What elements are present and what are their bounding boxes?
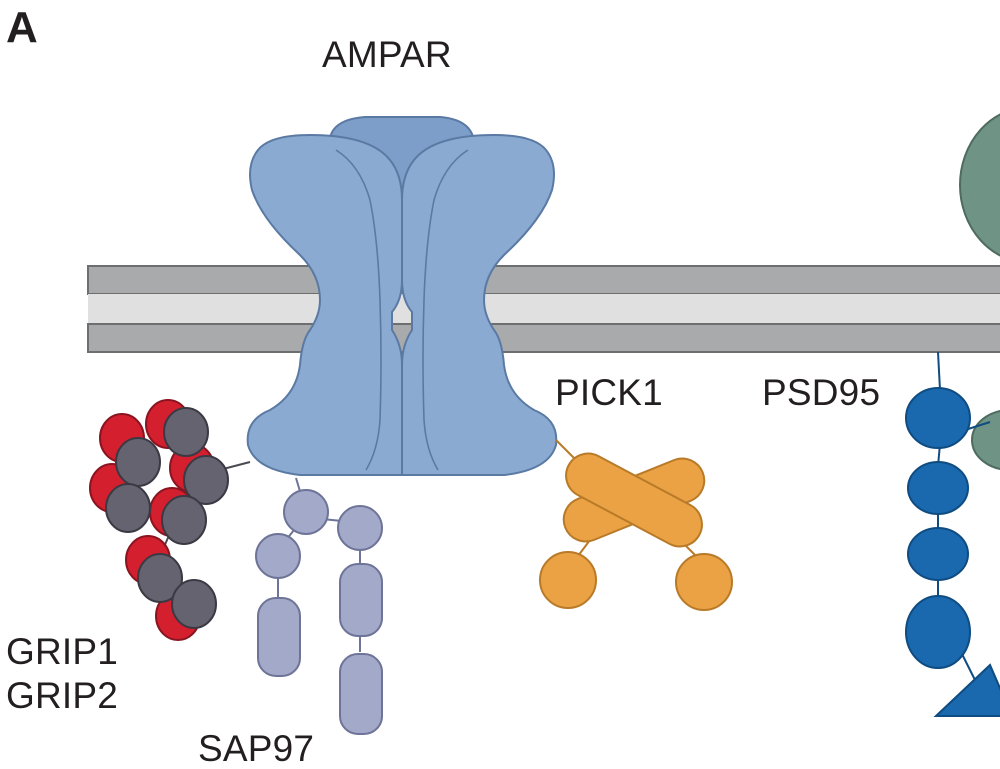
grip-domain bbox=[115, 437, 161, 487]
psd95-protein bbox=[905, 351, 1000, 717]
ampar-inner-right-lobe bbox=[422, 149, 469, 471]
pick1-label: PICK1 bbox=[555, 372, 663, 413]
sap97-domain bbox=[283, 489, 329, 535]
grip-domain bbox=[171, 579, 217, 629]
sap97-label: SAP97 bbox=[198, 728, 315, 769]
sap97-domain bbox=[339, 563, 383, 637]
pick1-protein bbox=[539, 439, 733, 611]
pick1-domain bbox=[565, 452, 703, 548]
grip-domain bbox=[105, 483, 151, 533]
psd95-domain bbox=[905, 595, 971, 669]
ampar-right-subunit bbox=[401, 133, 558, 476]
psd95-domain bbox=[907, 461, 969, 515]
grip-domain bbox=[161, 495, 207, 545]
grip-domain bbox=[163, 407, 209, 457]
sap97-domain bbox=[257, 597, 301, 677]
grip2-label: GRIP2 bbox=[6, 675, 119, 716]
psd95-domain bbox=[905, 387, 971, 449]
sap97-domain bbox=[337, 505, 383, 551]
membrane-outer-leaflet bbox=[87, 265, 1000, 295]
psd95-domain bbox=[907, 527, 969, 581]
sap97-domain bbox=[255, 533, 301, 579]
grip-domain bbox=[183, 455, 229, 505]
grip1-label: GRIP1 bbox=[6, 631, 119, 672]
pick1-domain bbox=[539, 551, 597, 609]
psd95-domain bbox=[933, 663, 1000, 717]
grip-domain bbox=[137, 553, 183, 603]
membrane-inner-leaflet bbox=[87, 323, 1000, 353]
ampar-left-subunit bbox=[246, 133, 403, 476]
ampar-label: AMPAR bbox=[322, 34, 452, 75]
panel-letter: A bbox=[6, 3, 38, 52]
ampar-inner-left-lobe bbox=[335, 149, 382, 471]
psd95-label: PSD95 bbox=[762, 372, 881, 413]
sap97-domain bbox=[339, 653, 383, 735]
ampar-receptor bbox=[246, 116, 558, 476]
grip-chain bbox=[89, 399, 251, 641]
membrane bbox=[87, 265, 1000, 353]
pick1-domain bbox=[675, 553, 733, 611]
membrane-core bbox=[88, 294, 1000, 324]
sap97-protein bbox=[255, 477, 383, 735]
